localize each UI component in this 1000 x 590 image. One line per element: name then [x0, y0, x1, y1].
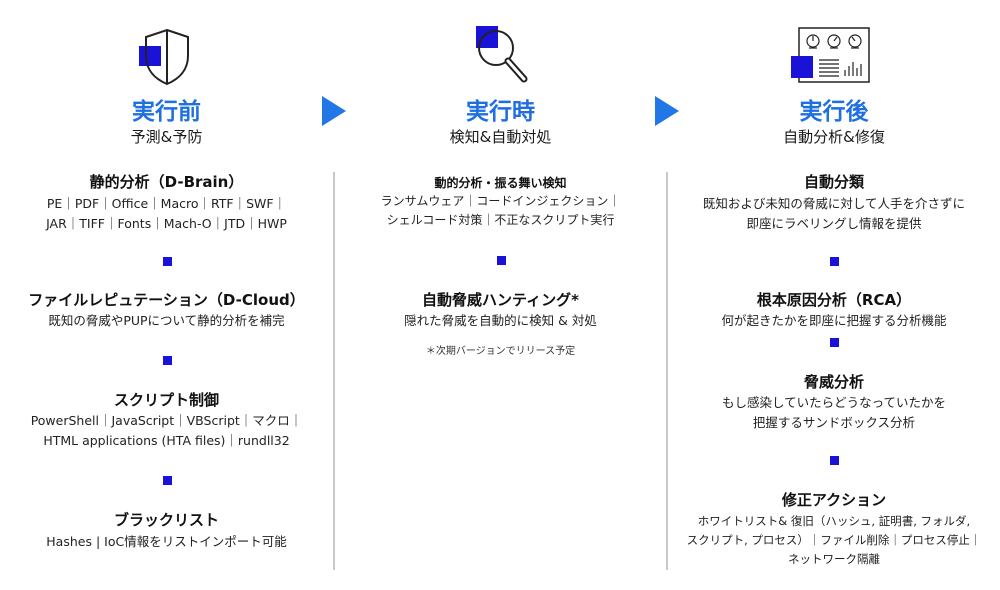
- block-line: 既知の脅威やPUPについて静的分析を補完: [48, 313, 285, 328]
- column-post-execution: 実行後 自動分析&修復 自動分類 既知および未知の脅威に対して人手を介さずに 即…: [668, 0, 1000, 590]
- block-remediation: 修正アクション ホワイトリスト& 復旧（ハッシュ, 証明書, フォルダ, スクリ…: [668, 490, 1000, 569]
- block-line: スクリプト, プロセス）｜ファイル削除｜プロセス停止｜: [686, 533, 982, 547]
- block-title: 修正アクション: [781, 491, 887, 509]
- stage-subtitle: 自動分析&修復: [783, 128, 885, 146]
- separator-marker: [830, 338, 839, 347]
- separator-marker: [162, 476, 172, 485]
- block-line: Hashes | IoC情報をリストインポート可能: [46, 534, 287, 549]
- block-line: PowerShell｜JavaScript｜VBScript｜マクロ｜: [30, 413, 303, 428]
- block-title: 根本原因分析（RCA）: [756, 291, 912, 309]
- stage-title: 実行後: [799, 99, 869, 125]
- block-title: 動的分析・振る舞い検知: [434, 176, 567, 190]
- block-line: ランサムウェア｜コードインジェクション｜: [380, 194, 621, 208]
- separator-marker: [496, 256, 506, 265]
- stage-arrow-2: [655, 96, 679, 126]
- block-title: スクリプト制御: [113, 391, 219, 409]
- block-line: HTML applications (HTA files)｜rundll32: [43, 433, 290, 448]
- block-line: 既知および未知の脅威に対して人手を介さずに: [702, 196, 966, 211]
- block-line: ネットワーク隔離: [788, 552, 880, 566]
- footnote: ＊次期バージョンでリリース予定: [425, 346, 576, 357]
- block-threat-hunting: 自動脅威ハンティング* 隠れた脅威を自動的に検知 & 対処 ＊次期バージョンでリ…: [334, 290, 667, 360]
- column-divider-2: [666, 172, 668, 570]
- block-title: 静的分析（D-Brain）: [89, 173, 244, 191]
- block-title: ファイルレピュテーション（D-Cloud）: [28, 291, 305, 309]
- block-title: 自動脅威ハンティング*: [422, 291, 579, 309]
- block-behavior-detection: 動的分析・振る舞い検知 ランサムウェア｜コードインジェクション｜ シェルコード対…: [334, 174, 667, 230]
- column-pre-execution: 実行前 予測&予防 静的分析（D-Brain） PE｜PDF｜Office｜Ma…: [0, 0, 333, 590]
- block-line: PE｜PDF｜Office｜Macro｜RTF｜SWF｜: [46, 196, 287, 211]
- block-static-analysis: 静的分析（D-Brain） PE｜PDF｜Office｜Macro｜RTF｜SW…: [0, 172, 333, 234]
- block-title: 脅威分析: [803, 373, 864, 391]
- block-line: 把握するサンドボックス分析: [752, 415, 916, 430]
- block-line: 隠れた脅威を自動的に検知 & 対処: [404, 313, 597, 328]
- stage-title: 実行前: [132, 99, 201, 125]
- separator-marker: [830, 257, 839, 266]
- separator-marker: [162, 257, 172, 266]
- block-line: シェルコード対策｜不正なスクリプト実行: [386, 213, 615, 227]
- block-script-control: スクリプト制御 PowerShell｜JavaScript｜VBScript｜マ…: [0, 390, 333, 451]
- block-auto-classification: 自動分類 既知および未知の脅威に対して人手を介さずに 即座にラベリングし情報を提…: [668, 172, 1000, 234]
- separator-marker: [162, 356, 172, 365]
- dashboard-icon: [791, 27, 870, 83]
- block-line: ホワイトリスト& 復旧（ハッシュ, 証明書, フォルダ,: [697, 514, 971, 528]
- stage-arrow-1: [322, 96, 346, 126]
- block-line: もし感染していたらどうなっていたかを: [721, 395, 946, 410]
- magnifier-icon: [475, 26, 527, 83]
- block-root-cause-analysis: 根本原因分析（RCA） 何が起きたかを即座に把握する分析機能: [668, 290, 1000, 331]
- column-divider-1: [333, 172, 335, 570]
- stage-subtitle: 検知&自動対処: [449, 128, 552, 146]
- block-line: 何が起きたかを即座に把握する分析機能: [721, 313, 947, 328]
- stage-title: 実行時: [466, 99, 535, 125]
- block-blacklist: ブラックリスト Hashes | IoC情報をリストインポート可能: [0, 510, 333, 552]
- separator-marker: [830, 456, 839, 465]
- shield-icon: [138, 28, 189, 86]
- block-line: 即座にラベリングし情報を提供: [746, 216, 922, 231]
- block-title: 自動分類: [803, 173, 864, 191]
- column-during-execution: 実行時 検知&自動対処 動的分析・振る舞い検知 ランサムウェア｜コードインジェク…: [334, 0, 667, 590]
- stage-subtitle: 予測&予防: [130, 128, 203, 146]
- block-line: JAR｜TIFF｜Fonts｜Mach-O｜JTD｜HWP: [46, 216, 287, 231]
- block-threat-analysis: 脅威分析 もし感染していたらどうなっていたかを 把握するサンドボックス分析: [668, 372, 1000, 433]
- block-file-reputation: ファイルレピュテーション（D-Cloud） 既知の脅威やPUPについて静的分析を…: [0, 290, 333, 331]
- block-title: ブラックリスト: [113, 511, 219, 529]
